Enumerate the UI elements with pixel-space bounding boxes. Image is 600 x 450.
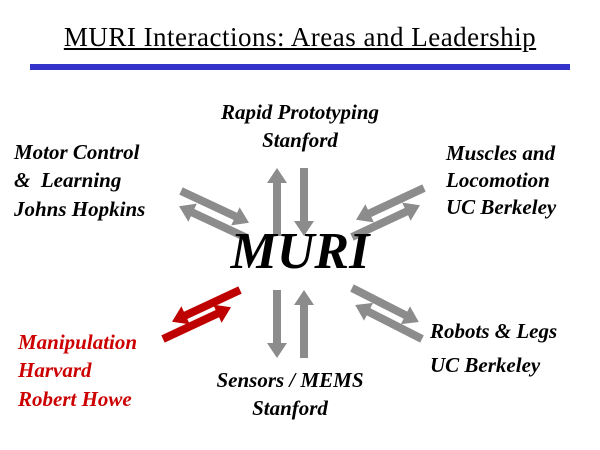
institution-label: Johns Hopkins <box>14 196 146 221</box>
arrow-downleft-red-icon <box>172 286 242 325</box>
institution-label: UC Berkeley <box>430 353 541 378</box>
institution-label: UC Berkeley <box>446 194 557 219</box>
area-label: Muscles and <box>446 141 556 165</box>
node-rapid-prototyping: Rapid Prototyping Stanford <box>170 98 430 155</box>
node-robots-legs: Robots & Legs UC Berkeley <box>430 314 600 382</box>
node-motor-control-learning: Motor Control & Learning Johns Hopkins <box>14 138 209 223</box>
arrow-pair-lower-right <box>350 284 424 343</box>
area-label: Rapid Prototyping <box>220 100 380 124</box>
institution-label: Stanford <box>262 128 338 153</box>
node-sensors-mems: Sensors / MEMS Stanford <box>175 366 405 423</box>
area-label: Sensors / MEMS <box>216 368 364 392</box>
arrow-down-icon <box>267 290 287 358</box>
area-label: Robots & Legs <box>430 319 558 343</box>
area-label: Manipulation <box>18 330 138 354</box>
leader-label: Robert Howe <box>18 386 132 411</box>
arrow-downright-icon <box>350 284 419 325</box>
institution-label: Harvard <box>18 358 92 383</box>
hub-label-muri: MURI <box>230 223 370 280</box>
node-muscles-locomotion: Muscles and Locomotion UC Berkeley <box>446 140 598 221</box>
institution-label: Stanford <box>252 396 328 421</box>
page-title: MURI Interactions: Areas and Leadership <box>63 22 537 52</box>
arrow-up-icon <box>294 290 314 358</box>
node-manipulation-highlighted: Manipulation Harvard Robert Howe <box>18 328 193 413</box>
area-label: Motor Control <box>14 140 140 164</box>
area-label: Locomotion <box>446 167 550 192</box>
area-label: & Learning <box>14 168 122 193</box>
arrow-downleft-icon <box>356 184 426 223</box>
title-rule <box>30 64 570 70</box>
arrow-upleft-icon <box>355 302 424 343</box>
arrow-pair-bottom <box>267 290 314 358</box>
